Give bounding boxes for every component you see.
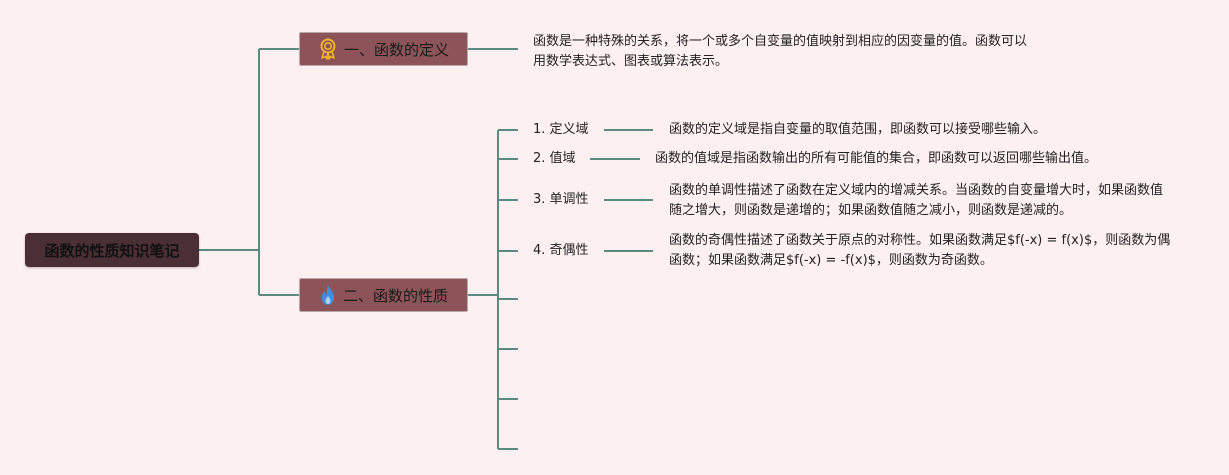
subtopic-range-note: 函数的值域是指函数输出的所有可能值的集合，即函数可以返回哪些输出值。 — [655, 151, 1098, 166]
subtopic-parity-note: 函数的奇偶性描述了函数关于原点的对称性。如果函数满足$f(-x) = f(x)$… — [669, 233, 1171, 268]
subtopic-domain-note: 函数的定义域是指自变量的取值范围，即函数可以接受哪些输入。 — [669, 122, 1047, 137]
flame-icon — [321, 285, 334, 305]
subtopic-domain[interactable]: 1. 定义域 — [533, 122, 589, 137]
branch-note-definition: 函数是一种特殊的关系，将一个或多个自变量的值映射到相应的因变量的值。函数可以用数… — [533, 34, 1028, 69]
medal-icon — [320, 38, 336, 60]
subtopic-parity[interactable]: 4. 奇偶性 — [533, 243, 589, 258]
root-topic-label: 函数的性质知识笔记 — [44, 241, 180, 260]
subtopic-range[interactable]: 2. 值域 — [533, 151, 576, 166]
root-topic[interactable]: 函数的性质知识笔记 — [25, 233, 199, 267]
branch-topic-definition-label: 一、函数的定义 — [343, 40, 449, 59]
branch-topic-properties[interactable]: 二、函数的性质 — [299, 278, 468, 312]
subtopic-monotonicity-note: 函数的单调性描述了函数在定义域内的增减关系。当函数的自变量增大时，如果函数值随之… — [669, 183, 1164, 218]
subtopic-monotonicity[interactable]: 3. 单调性 — [533, 192, 589, 207]
branch-topic-properties-label: 二、函数的性质 — [342, 286, 448, 305]
branch-topic-definition[interactable]: 一、函数的定义 — [299, 32, 468, 66]
